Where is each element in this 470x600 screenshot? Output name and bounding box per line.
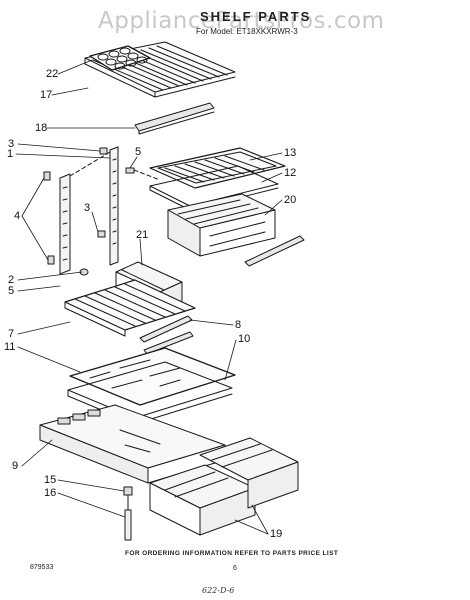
glass-shelf-13 bbox=[149, 147, 286, 189]
shelf-trim-8 bbox=[139, 315, 194, 355]
callout-15: 15 bbox=[44, 474, 57, 486]
egg-tray bbox=[89, 45, 151, 71]
humidity-control-15-16 bbox=[123, 486, 133, 541]
model-line: For Model: ET18XKXRWR-3 bbox=[196, 27, 298, 36]
top-wire-shelf bbox=[84, 41, 236, 98]
shelf-ladder-left-4 bbox=[59, 173, 71, 275]
callout-4: 4 bbox=[14, 210, 21, 222]
shelf-trim-rod bbox=[244, 235, 305, 267]
callout-3b: 3 bbox=[84, 202, 91, 214]
diagram-code: 879533 bbox=[30, 564, 54, 571]
page-title: SHELF PARTS bbox=[200, 9, 312, 24]
crisper-cover-11 bbox=[69, 347, 236, 406]
callout-13: 13 bbox=[284, 147, 297, 159]
callout-21: 21 bbox=[136, 229, 149, 241]
alignment-lines bbox=[69, 151, 161, 181]
callout-10: 10 bbox=[238, 333, 251, 345]
callout-22: 22 bbox=[46, 68, 59, 80]
crisper-drawer-right bbox=[199, 437, 299, 509]
callout-20: 20 bbox=[284, 194, 297, 206]
callout-2: 2 bbox=[8, 274, 15, 286]
wire-shelf-7 bbox=[64, 279, 196, 337]
callout-19: 19 bbox=[270, 528, 283, 540]
callout-17: 17 bbox=[40, 89, 53, 101]
callout-7: 7 bbox=[8, 328, 15, 340]
callout-16: 16 bbox=[44, 487, 57, 499]
crisper-drawer-left bbox=[149, 464, 256, 536]
callout-5a: 5 bbox=[135, 146, 142, 158]
watermark: AppliancePartsPros.com bbox=[98, 8, 385, 34]
shelf-ladder-right-1 bbox=[109, 146, 119, 266]
ordering-note: FOR ORDERING INFORMATION REFER TO PARTS … bbox=[125, 550, 339, 557]
page-number: 6 bbox=[233, 565, 237, 572]
callout-8: 8 bbox=[235, 319, 242, 331]
callout-11: 11 bbox=[4, 341, 16, 353]
shelf-trim-18 bbox=[134, 102, 215, 135]
leader-lines bbox=[15, 59, 283, 535]
deli-drawer-20 bbox=[167, 193, 276, 257]
callout-12: 12 bbox=[284, 167, 297, 179]
callout-18: 18 bbox=[35, 122, 48, 134]
callout-5b: 5 bbox=[8, 285, 15, 297]
callout-3a: 3 bbox=[8, 138, 15, 150]
handwritten-note: 622-D-6 bbox=[202, 586, 235, 595]
callout-1: 1 bbox=[7, 148, 14, 160]
callout-9: 9 bbox=[12, 460, 19, 472]
